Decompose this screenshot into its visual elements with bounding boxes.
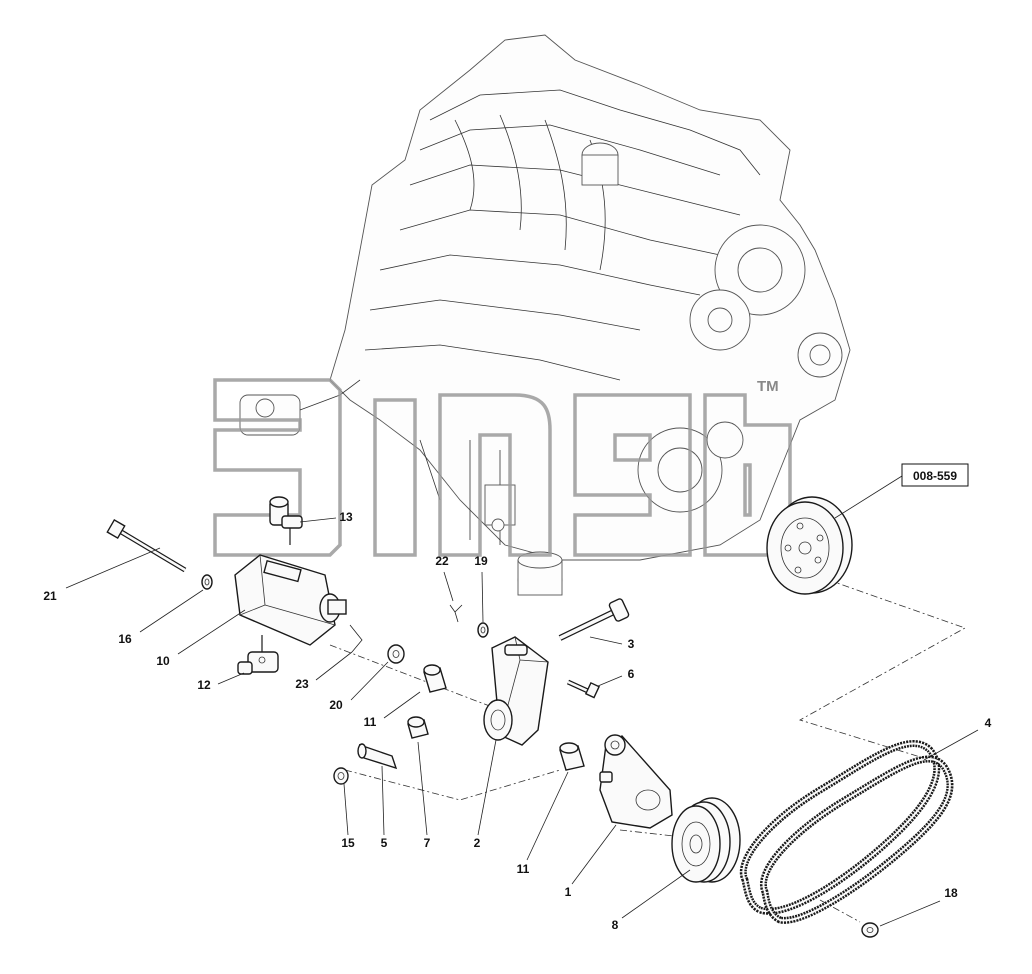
- leader-line-c6: [597, 675, 623, 687]
- parts: [106, 496, 954, 938]
- leader-line-c1: [571, 824, 617, 885]
- leader-line-c19: [481, 571, 484, 623]
- part-pump-10: [234, 554, 347, 646]
- leader-line-c20: [350, 661, 389, 701]
- part-washer-20: [387, 644, 405, 664]
- leader-line-c21: [65, 547, 161, 589]
- callout-c10: 10: [156, 654, 170, 668]
- trademark-mark: TM: [757, 378, 779, 395]
- part-fitting-12: [237, 635, 279, 675]
- part-washer-19: [477, 622, 489, 638]
- callout-c7: 7: [424, 836, 431, 850]
- leader-line-c11a: [383, 691, 421, 719]
- leader-line-c16: [139, 589, 204, 633]
- leader-line-c15: [343, 783, 349, 836]
- callout-c21: 21: [43, 589, 57, 603]
- part-bracket-2: [483, 636, 549, 746]
- reference-box: [901, 463, 969, 487]
- leader-line-c11b: [526, 771, 569, 861]
- part-bushing-11a: [423, 664, 447, 693]
- part-bracket-1: [599, 734, 673, 829]
- leader-line-c12: [217, 672, 245, 685]
- part-bushing-11b: [559, 742, 585, 771]
- part-pin-5: [357, 743, 398, 770]
- callout-c20: 20: [329, 698, 343, 712]
- callout-c22: 22: [435, 554, 449, 568]
- callout-c5: 5: [381, 836, 388, 850]
- callout-c6: 6: [628, 667, 635, 681]
- reference-callout: 008-559: [834, 463, 969, 519]
- leader-line-c22: [443, 571, 454, 602]
- leader-line-c8: [621, 869, 691, 919]
- leader-line-c4: [923, 729, 979, 761]
- leader-line-c23: [315, 651, 353, 681]
- leader-line-c10: [177, 609, 246, 655]
- callout-c11b: 11: [517, 862, 530, 876]
- leader-line-c18: [879, 900, 941, 927]
- callout-c13: 13: [339, 510, 353, 524]
- part-cotter-23: [349, 624, 363, 653]
- part-bolt-6: [566, 679, 600, 699]
- part-pulley-8: [671, 797, 741, 883]
- part-bolt-21: [106, 518, 187, 573]
- callout-c4: 4: [985, 716, 992, 730]
- part-belts-4: [739, 740, 954, 924]
- assembly-centerlines: [329, 569, 966, 923]
- callout-c12: 12: [197, 678, 211, 692]
- watermark-logo: TM: [213, 378, 792, 557]
- leader-line-c7: [417, 741, 428, 836]
- callout-c3: 3: [628, 637, 635, 651]
- callout-c2: 2: [474, 836, 481, 850]
- part-nut-15: [333, 767, 349, 785]
- callout-c1: 1: [565, 885, 572, 899]
- callout-c11a: 11: [364, 715, 377, 729]
- callout-c18: 18: [944, 886, 958, 900]
- part-washer-16: [201, 574, 213, 590]
- part-reference-pulley: [766, 496, 853, 595]
- callout-c23: 23: [295, 677, 309, 691]
- engine-assembly: [239, 34, 851, 596]
- part-rod-3: [558, 598, 630, 641]
- leader-line-c5: [381, 765, 385, 836]
- part-washer-18: [861, 922, 879, 938]
- part-fitting-13: [269, 496, 303, 545]
- callout-c19: 19: [474, 554, 488, 568]
- callout-c8: 8: [612, 918, 619, 932]
- callout-c15: 15: [341, 836, 355, 850]
- callout-c16: 16: [118, 632, 132, 646]
- reference-label: 008-559: [913, 469, 957, 483]
- leader-line-c2: [477, 739, 497, 836]
- part-pin-22: [449, 604, 463, 623]
- part-bushing-7: [407, 716, 429, 739]
- leader-line-c13: [299, 517, 337, 523]
- leader-line-c3: [589, 636, 623, 645]
